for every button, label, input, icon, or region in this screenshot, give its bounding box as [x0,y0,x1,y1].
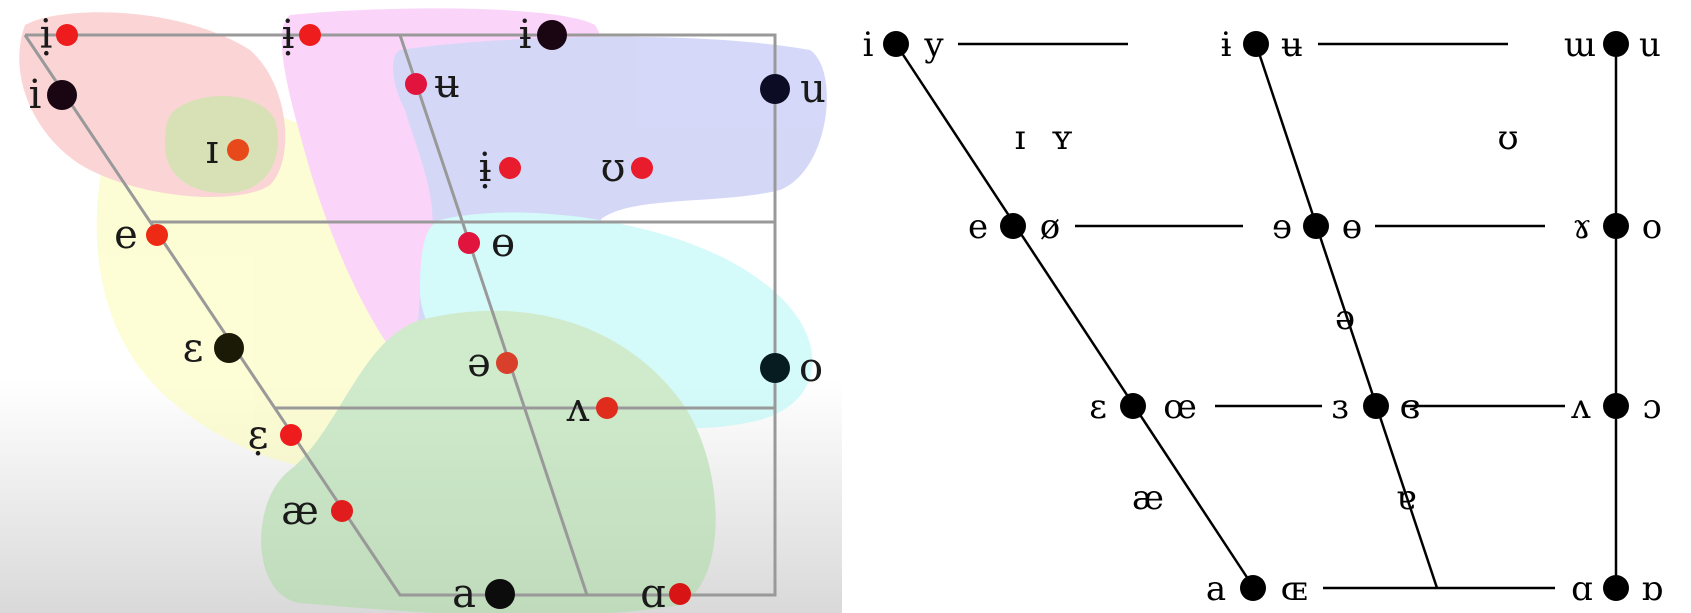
vowel-dot [485,579,515,609]
vowel-dot [56,24,78,46]
vowel-label: ɵ [491,220,515,266]
vowel-label: ə [1335,298,1355,338]
vowel-dot [227,139,249,161]
vowel-label: ɤ [1572,207,1591,247]
vowel-dot [458,232,480,254]
chart-line [894,43,1256,589]
vowel-dot [596,397,618,419]
vowel-label: ɯ [1564,25,1596,65]
vowel-label: ɒ [1641,569,1663,609]
vowel-dot [537,20,567,50]
vowel-label: e [114,212,138,258]
vowel-label: ɘ [1272,207,1292,247]
vowel-label: i [863,25,874,65]
vowel-label: ɛ̣ [248,412,269,458]
vowel-label: ʊ [1497,118,1518,158]
region-green [261,310,716,613]
left-vowel-chart: ị ɨ̣ ɨ i ʉ u ɪ ɨ̣ ʊ e ɵ ɛ o ə ʌ ɛ̣ æ a ɑ [0,0,842,613]
region-olive [165,96,278,194]
vowel-dot [496,352,518,374]
vowel-dot [1243,31,1269,57]
vowel-dot [299,24,321,46]
vowel-label: ɨ [519,12,532,58]
vowel-label: ø [1040,207,1060,247]
vowel-label: ɛ [183,325,204,371]
vowel-label: ɨ [1221,25,1232,65]
vowel-dot [760,353,790,383]
vowel-label: æ [1132,478,1164,518]
vowel-dot [1303,213,1329,239]
vowel-label: ɨ̣ [479,145,492,191]
vowel-label: u [800,66,826,112]
vowel-label: ʊ [601,145,626,191]
vowel-label: ɐ [1396,478,1416,518]
right-chart-lines [894,42,1618,590]
vowel-label: ɶ [1281,569,1308,609]
vowel-label: ɛ [1089,387,1107,427]
vowel-dot [146,224,168,246]
vowel-label: ʉ [1281,25,1303,65]
vowel-dot [760,74,790,104]
vowel-dot [1120,393,1146,419]
vowel-label: y [923,25,944,65]
vowel-dot [1603,31,1629,57]
vowel-label: ɪ [1015,118,1026,158]
vowel-dot [280,424,302,446]
vowel-dot [214,333,244,363]
vowel-label: a [452,571,476,613]
vowel-dot [1000,213,1026,239]
vowel-label: æ [281,488,319,534]
vowel-label: ị [40,12,53,58]
vowel-label: u [1639,25,1661,65]
vowel-label: o [799,345,823,391]
vowel-label: ɔ [1642,387,1661,427]
vowel-dot [883,31,909,57]
vowel-dot [1363,393,1389,419]
vowel-label: o [1642,207,1662,247]
vowel-label: a [1206,569,1226,609]
vowel-dot [1603,213,1629,239]
vowel-label: ɑ [1571,569,1593,609]
vowel-dot [47,80,77,110]
vowel-label: ʏ [1051,118,1073,158]
vowel-label: e [968,207,988,247]
left-vowel-points: ị ɨ̣ ɨ i ʉ u ɪ ɨ̣ ʊ e ɵ ɛ o ə ʌ ɛ̣ æ a ɑ [29,12,826,613]
vowel-dot [1603,575,1629,601]
vowel-label: ɜ [1331,387,1348,427]
vowel-label: ʉ [434,61,460,107]
vowel-label: ɪ [206,127,219,173]
vowel-trapezoid [23,33,777,597]
right-panel-background [842,0,1691,613]
vowel-label: ɑ [640,571,666,613]
vowel-dot [631,157,653,179]
vowel-label: ɨ̣ [282,12,295,58]
vowel-label: ɞ [1400,387,1421,427]
chart-line [1254,43,1439,589]
trapezoid-grid-line [398,34,589,596]
vowel-label: ʌ [566,385,590,431]
vowel-label: ʌ [1570,387,1591,427]
vowel-label: œ [1163,387,1197,427]
vowel-dot [331,500,353,522]
vowel-dot [405,73,427,95]
region-blobs [19,8,827,613]
vowel-label: i [29,72,42,118]
vowel-dot [669,583,691,605]
vowel-label: ɵ [1342,207,1362,247]
vowel-dot [1240,575,1266,601]
vowel-label: ə [467,340,491,386]
vowel-dot [1603,393,1629,419]
vowel-dot [499,157,521,179]
